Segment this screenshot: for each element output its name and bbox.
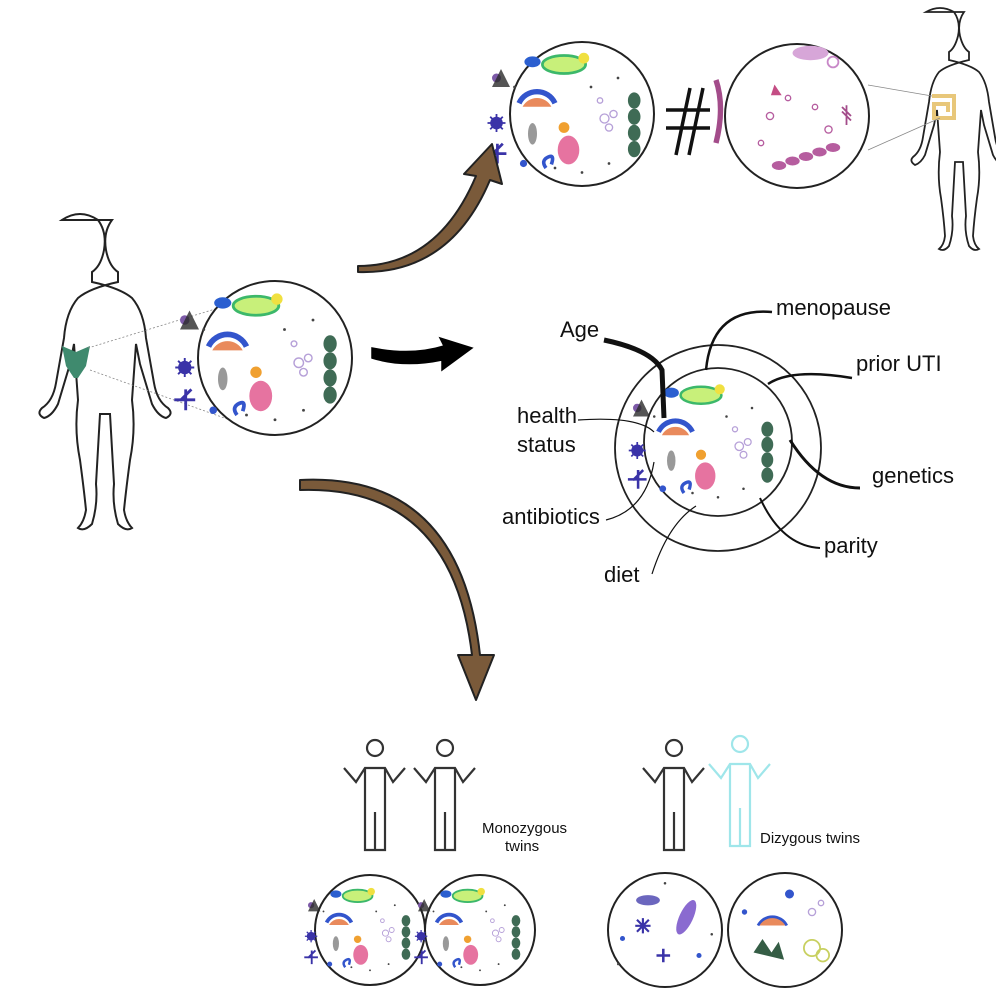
factor-health-status-label-line2: status [517,432,576,457]
diet-line [651,505,697,575]
factor-age-label: Age [560,317,600,342]
prior-uti-line [767,372,853,386]
dizygous-twin-figure-2 [708,734,771,848]
parity-line [759,497,821,549]
zoom-line-lower [89,369,231,421]
monozygous-twins-label-line2: twins [505,838,540,855]
urinary-microbiome-circle [174,280,353,436]
factors-microbiome-circle [614,344,822,552]
monozygous-microbiome-circle-2 [412,874,536,986]
person-intestine-figure [910,7,996,251]
brown-arrow-up [357,143,503,274]
genetics-line [788,439,861,490]
factor-parity-label: parity [824,533,878,558]
factor-health-status-label-line1: health [517,403,577,428]
urinary-microbiome-circle-top [487,41,655,187]
age-line [603,337,667,419]
factor-diet-label: diet [604,562,640,587]
zoom-line-gut-lower [867,117,941,151]
gut-microbiome-circle [716,43,870,189]
factor-leader-lines [577,310,861,575]
monozygous-twin-figure-2 [413,738,476,852]
monozygous-twins-label-line1: Monozygous [482,820,568,837]
health-status-line [577,418,655,433]
dizygous-twins-label: Dizygous twins [760,830,861,847]
factor-menopause-label: menopause [776,295,891,320]
not-equal-icon [666,87,710,156]
zoom-line-gut-upper [867,84,933,97]
dizygous-microbiome-circle-2 [727,872,843,988]
monozygous-twin-figure-1 [343,738,406,852]
factor-antibiotics-label: antibiotics [502,504,600,529]
female-body-figure [38,213,172,531]
factor-genetics-label: genetics [872,463,954,488]
black-arrow-right [371,336,474,372]
dizygous-microbiome-circle-1 [607,872,723,988]
monozygous-microbiome-circle-1 [302,874,426,986]
factor-prior-uti-label: prior UTI [856,351,942,376]
urinary-tract-icon [62,346,90,378]
menopause-line [704,310,773,371]
intestine-icon [932,94,956,120]
brown-arrow-down [299,478,495,701]
antibiotics-line [605,461,655,521]
dizygous-twin-figure-1 [642,738,705,852]
